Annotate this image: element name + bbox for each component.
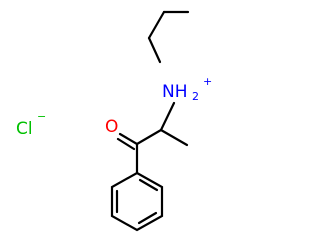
bond-propyl-2 bbox=[147, 10, 166, 40]
benzene-ring bbox=[110, 171, 164, 232]
bond-n-methine bbox=[159, 101, 176, 132]
ring-double-1 bbox=[138, 178, 159, 192]
bond-carbonyl-double-b bbox=[116, 137, 136, 151]
chlorine-symbol: Cl bbox=[16, 119, 33, 139]
ring-double-2 bbox=[137, 211, 158, 225]
bond-methyl bbox=[159, 128, 189, 147]
chlorine-charge: − bbox=[37, 110, 46, 123]
structure-diagram: NH 2 + O Cl − bbox=[16, 10, 212, 232]
bond-methine-carbonyl bbox=[135, 128, 163, 146]
nitrogen-subscript: 2 bbox=[192, 90, 199, 103]
oxygen-label: O bbox=[105, 117, 118, 137]
nitrogen-symbol: NH bbox=[162, 82, 188, 102]
bond-propyl-3 bbox=[147, 36, 162, 64]
chloride-label: Cl − bbox=[16, 110, 46, 139]
ammonium-label: NH 2 + bbox=[162, 75, 212, 103]
nitrogen-charge: + bbox=[203, 75, 212, 88]
bond-carbonyl-double-a bbox=[118, 132, 139, 146]
